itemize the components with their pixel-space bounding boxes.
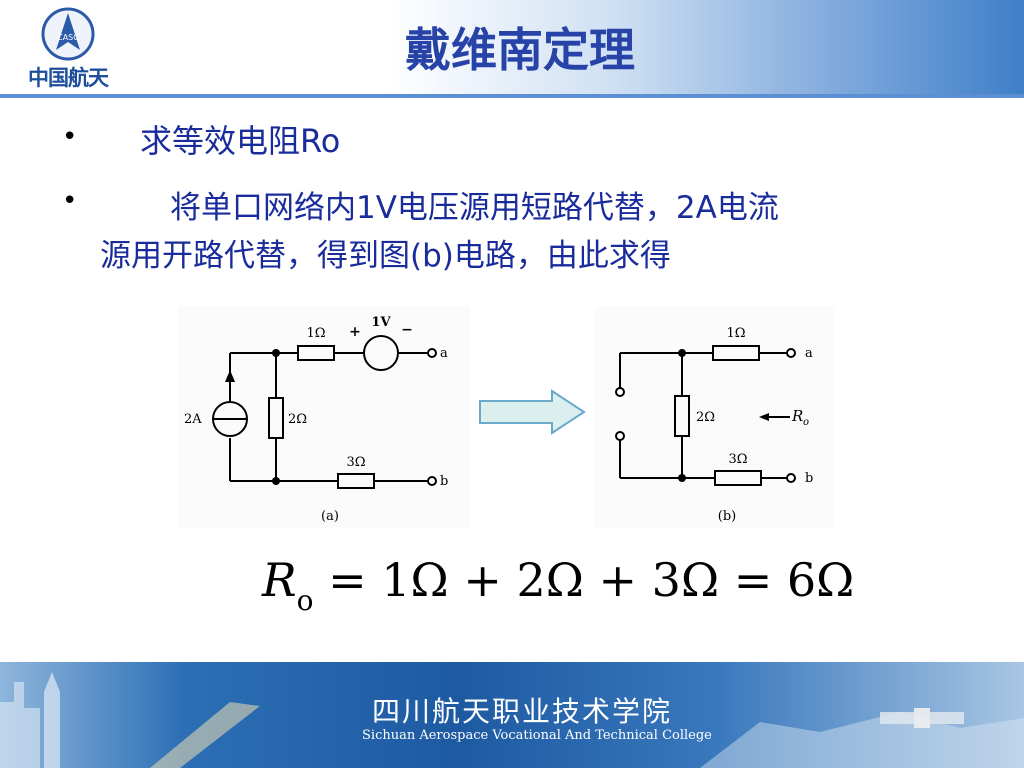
label-term-a: a: [440, 346, 448, 361]
label-term-b: b: [805, 471, 813, 486]
casc-emblem-icon: CASC: [41, 7, 95, 61]
formula-sub: o: [296, 584, 314, 617]
transform-arrow-icon: [478, 389, 586, 435]
label-isrc: 2A: [184, 412, 202, 427]
bullet-marker: •: [62, 122, 78, 152]
bullet-text-2-line2: 源用开路代替，得到图(b)电路，由此求得: [100, 238, 671, 274]
formula-r: R: [262, 553, 297, 607]
label-r3: 3Ω: [728, 452, 747, 467]
label-term-b: b: [440, 474, 448, 489]
resistor-3-ohm: [337, 473, 375, 489]
label-ro: R: [791, 407, 803, 425]
casc-logo: CASC 中国航天: [22, 6, 114, 90]
label-r2: 2Ω: [696, 410, 715, 425]
caption-a: (a): [321, 509, 339, 524]
bullet-marker: •: [62, 186, 78, 216]
formula-rhs: = 1Ω + 2Ω + 3Ω = 6Ω: [313, 553, 855, 607]
caption-b: (b): [718, 509, 736, 524]
page-title: 戴维南定理: [405, 23, 635, 77]
circuit-diagram-b: 1Ω 2Ω 3Ω R o a b (b): [595, 306, 835, 528]
resistor-2-ohm: [674, 395, 690, 437]
bullet-text-2-line1: 将单口网络内1V电压源用短路代替，2A电流: [170, 190, 779, 226]
header-divider: [0, 94, 1024, 98]
slide-header: [0, 0, 1024, 94]
label-r1: 1Ω: [726, 326, 745, 341]
logo-badge-text: CASC: [57, 33, 79, 42]
label-plus: +: [349, 324, 361, 340]
bullet-text-1: 求等效电阻Ro: [140, 122, 341, 160]
footer-college-en: Sichuan Aerospace Vocational And Technic…: [362, 728, 712, 743]
label-minus: −: [401, 322, 413, 338]
resistor-2-ohm: [268, 397, 284, 439]
label-ro-sub: o: [803, 417, 809, 428]
logo-text: 中国航天: [28, 66, 109, 90]
label-r2: 2Ω: [288, 412, 307, 427]
label-r1: 1Ω: [306, 326, 325, 341]
label-term-a: a: [805, 346, 813, 361]
equivalent-resistance-formula: Ro = 1Ω + 2Ω + 3Ω = 6Ω: [262, 553, 855, 617]
resistor-3-ohm: [714, 470, 762, 486]
voltage-source: [363, 335, 399, 371]
satellite-icon: [880, 708, 964, 728]
footer-skyline-icon: [0, 672, 1024, 768]
footer-college-cn: 四川航天职业技术学院: [372, 695, 673, 728]
resistor-1-ohm: [297, 345, 335, 361]
label-vsrc: 1V: [371, 315, 391, 330]
slide-footer: 四川航天职业技术学院 Sichuan Aerospace Vocational …: [0, 662, 1024, 768]
label-r3: 3Ω: [346, 455, 365, 470]
circuit-diagram-a: 1Ω 2Ω 3Ω 1V + − 2A a b (a): [178, 306, 470, 528]
resistor-1-ohm: [712, 345, 760, 361]
